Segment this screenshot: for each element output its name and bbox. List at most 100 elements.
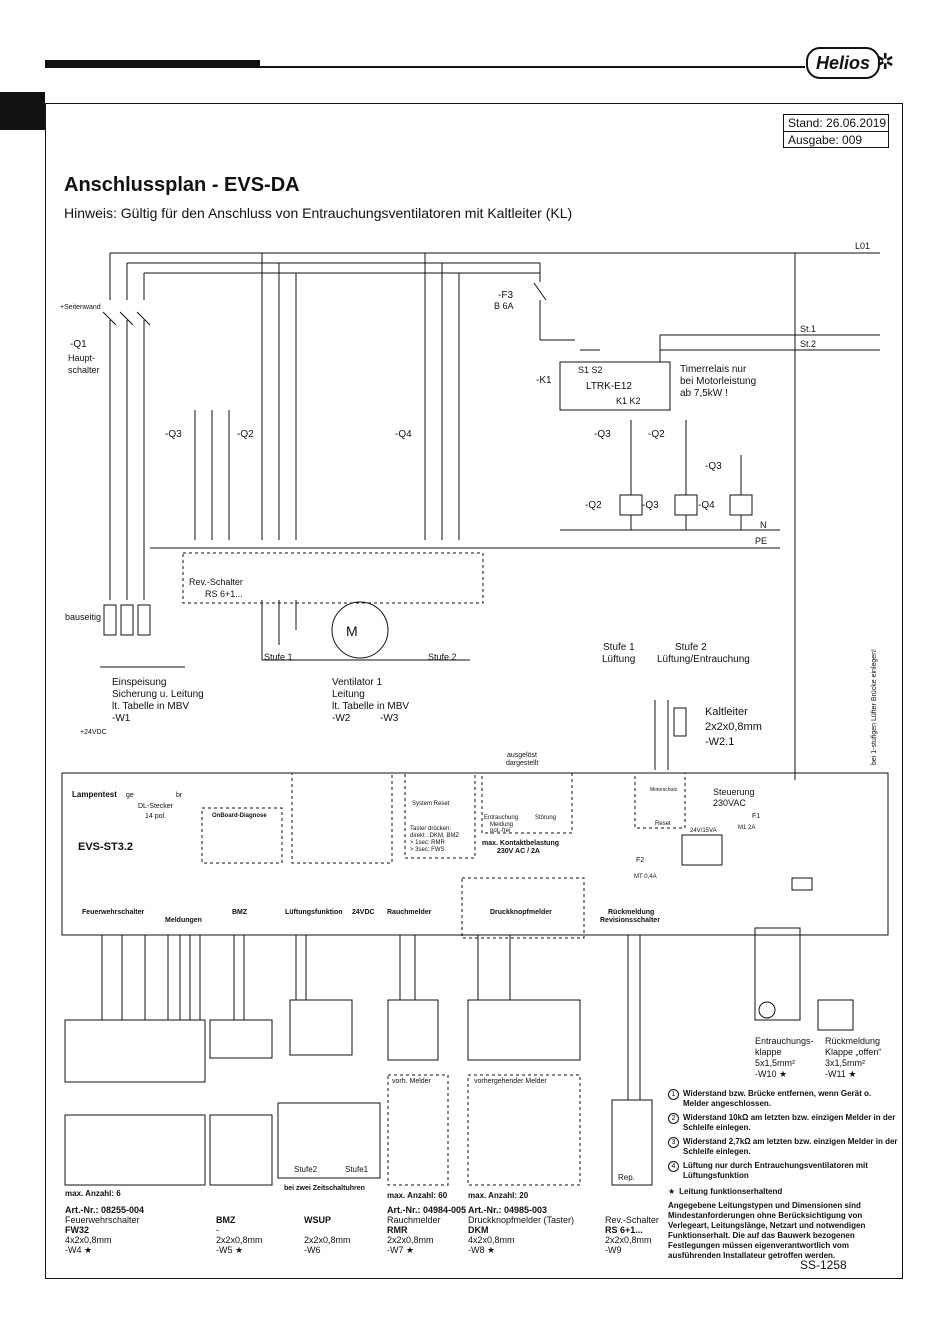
- cable-art: WSUP: [304, 1215, 331, 1225]
- label-n: N: [760, 520, 767, 530]
- cable-w6: WSUP 2x2x0,8mm -W6: [304, 1215, 384, 1255]
- label-vac: 230VAC: [713, 798, 746, 808]
- revision-box: Stand: 26.06.2019 Ausgabe: 009: [783, 114, 889, 148]
- label-q3b: -Q3: [594, 429, 611, 440]
- cable-w: -W9: [605, 1245, 622, 1255]
- legend-text: Angegebene Leitungstypen und Dimensionen…: [668, 1201, 866, 1260]
- label-f3: -F3: [498, 290, 513, 301]
- label-rep: Rep.: [618, 1173, 635, 1182]
- label-lueftung: Lüftung: [602, 654, 635, 665]
- label-ausgeloest: ausgelöst: [507, 752, 537, 759]
- label-vorher: vorhergehender Melder: [474, 1078, 547, 1085]
- label-lueftentr: Lüftung/Entrauchung: [657, 654, 750, 665]
- hint-text: Hinweis: Gültig für den Anschluss von En…: [64, 205, 573, 221]
- label-dlstecker: DL-Stecker: [138, 803, 174, 810]
- note-number: 3: [668, 1137, 679, 1148]
- label-klappe2: klappe: [755, 1047, 782, 1057]
- label-einspeisung: Einspeisung: [112, 677, 166, 688]
- label-st1: St.1: [800, 324, 816, 334]
- label-revschalter2: Revisionsschalter: [600, 917, 660, 924]
- label-f1: F1: [752, 813, 760, 820]
- label-systemreset: System Reset: [412, 801, 450, 807]
- cable-name: Rauchmelder: [387, 1215, 441, 1225]
- label-stufe1: Stufe 1: [264, 652, 293, 662]
- label-lampentest: Lampentest: [72, 790, 117, 799]
- note-3: 3 Widerstand 2,7kΩ am letzten bzw. einzig…: [668, 1137, 898, 1157]
- label-haupt: Haupt-: [68, 353, 95, 363]
- label-l01: L01: [855, 241, 870, 251]
- label-revschalter: Rev.-Schalter: [189, 577, 243, 587]
- cable-w: -W4 ★: [65, 1245, 93, 1255]
- cable-w8: Art.-Nr.: 04985-003 Druckknopfmelder (Ta…: [468, 1205, 598, 1255]
- cable-spec: 4x2x0,8mm: [65, 1235, 112, 1245]
- cable-name: Feuerwehrschalter: [65, 1215, 140, 1225]
- label-pol: 14 pol.: [145, 813, 166, 820]
- stand-date: Stand: 26.06.2019: [784, 115, 888, 132]
- cable-model: RMR: [387, 1225, 408, 1235]
- cable-art: Rev.-Schalter: [605, 1215, 659, 1225]
- note-number: 4: [668, 1161, 679, 1172]
- label-kaltleiter: Kaltleiter: [705, 706, 748, 718]
- label-stufe2: Stufe 2: [428, 652, 457, 662]
- note-1: 1 Widerstand bzw. Brücke entfernen, wenn …: [668, 1089, 898, 1109]
- note-text: Widerstand bzw. Brücke entfernen, wenn G…: [683, 1089, 872, 1108]
- cable-art: Art.-Nr.: 04984-005: [387, 1205, 467, 1215]
- label-m12a: M1 2A: [738, 825, 755, 831]
- header-bar: [45, 60, 260, 68]
- label-dargestellt: dargestellt: [506, 760, 538, 767]
- cable-spec: 2x2x0,8mm: [304, 1235, 351, 1245]
- label-steuerung: Steuerung: [713, 787, 755, 797]
- label-q4: -Q4: [395, 429, 412, 440]
- cable-model: FW32: [65, 1225, 90, 1235]
- cable-w: -W8 ★: [468, 1245, 496, 1255]
- label-k1: -K1: [536, 375, 552, 386]
- label-sec3: > 3sec: FWS: [410, 847, 445, 853]
- note-number: 2: [668, 1113, 679, 1124]
- note-number: 1: [668, 1089, 679, 1100]
- cable-name: Druckknopfmelder (Taster): [468, 1215, 575, 1225]
- label-st2: St.2: [800, 339, 816, 349]
- label-bauseitig: bauseitig: [65, 612, 101, 622]
- label-bmz: BMZ: [232, 909, 248, 916]
- label-w3: -W3: [380, 713, 399, 724]
- label-q3c: -Q3: [705, 461, 722, 472]
- label-ge: ge: [126, 792, 134, 799]
- label-stoerung: Störung: [535, 815, 556, 821]
- label-stufe2z: Stufe2: [294, 1165, 318, 1174]
- label-lueftfunk: Lüftungsfunktion: [285, 909, 343, 916]
- label-druckknopf: Druckknopfmelder: [490, 909, 552, 916]
- label-reset: Reset: [655, 821, 671, 827]
- label-rauchmelder: Rauchmelder: [387, 909, 432, 916]
- label-stufe1l: Stufe 1: [603, 642, 635, 653]
- label-24va: 24V/15VA: [690, 828, 717, 834]
- header-rule: [45, 66, 805, 68]
- label-w10: -W10 ★: [755, 1069, 787, 1079]
- cable-w: -W5 ★: [216, 1245, 244, 1255]
- motor-symbol: M: [346, 623, 358, 639]
- label-zeitschalt: bei zwei Zeitschaltuhren: [284, 1185, 365, 1192]
- label-f2: F2: [636, 857, 644, 864]
- cable-w7: Art.-Nr.: 04984-005 Rauchmelder RMR 2x2x…: [387, 1205, 477, 1255]
- cable-art: Art.-Nr.: 04985-003: [468, 1205, 548, 1215]
- label-seitenwand: +Seitenwand: [60, 304, 101, 311]
- label-rueckklappe2: Klappe „offen“: [825, 1047, 881, 1057]
- cable-spec: 4x2x0,8mm: [468, 1235, 515, 1245]
- label-kontakt2: 230V AC / 2A: [497, 848, 540, 855]
- cable-w5: BMZ - 2x2x0,8mm -W5 ★: [216, 1215, 296, 1255]
- label-potfrei: pot.-frei: [490, 828, 510, 834]
- note-text: Widerstand 2,7kΩ am letzten bzw. einzige…: [683, 1137, 898, 1156]
- cable-name: -: [216, 1225, 219, 1235]
- timer-note-2: bei Motorleistung: [680, 376, 756, 387]
- label-kontakt: max. Kontaktbelastung: [482, 840, 559, 847]
- label-sec1: > 1sec: RMR: [410, 840, 446, 846]
- label-schalter: schalter: [68, 365, 100, 375]
- label-s1s2: S1 S2: [578, 365, 603, 375]
- label-leitung: Leitung: [332, 689, 365, 700]
- label-feuerwehr: Feuerwehrschalter: [82, 909, 145, 916]
- cable-name: RS 6+1...: [605, 1225, 643, 1235]
- label-meldungen: Meldungen: [165, 917, 202, 924]
- cable-spec: 2x2x0,8mm: [605, 1235, 652, 1245]
- label-q2: -Q2: [237, 429, 254, 440]
